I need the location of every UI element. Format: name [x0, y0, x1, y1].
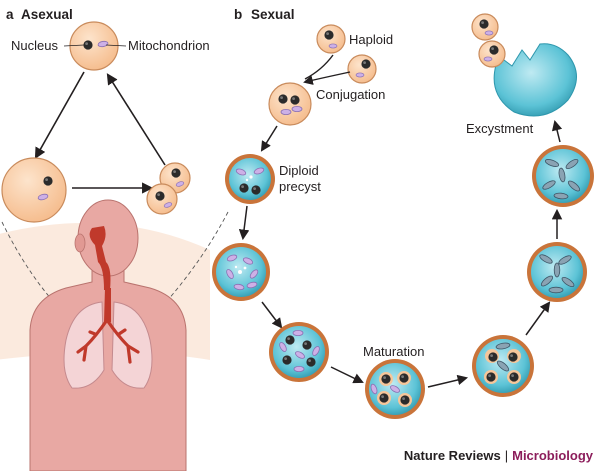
- arrow-maturation-to-cyst4: [427, 374, 469, 388]
- asexual-dividing-cells: [146, 162, 191, 215]
- cyst-stage-2: [269, 322, 329, 382]
- haploid-cell-2: [347, 54, 377, 84]
- arrow-conjugation-to-precyst: [260, 125, 278, 152]
- released-cell-2: [478, 40, 506, 68]
- haploid-cell-1: [316, 24, 346, 54]
- conjugation-label: Conjugation: [316, 87, 385, 102]
- precyst-label: precyst: [279, 179, 321, 194]
- asexual-top-cell: [69, 21, 119, 71]
- asexual-large-cell: [1, 157, 67, 223]
- nucleus-label: Nucleus: [11, 38, 58, 53]
- arrow-cyst6-to-excystment: [551, 119, 563, 143]
- haploid-merge-arrows: [305, 54, 351, 82]
- mitochondrion-label: Mitochondrion: [128, 38, 210, 53]
- arrow-cyst4-to-cyst5: [525, 301, 551, 336]
- released-cell-1: [471, 13, 499, 41]
- panel-b-title: Sexual: [251, 7, 295, 22]
- journal-section: Microbiology: [512, 448, 593, 463]
- excystment-cyst: [493, 43, 577, 117]
- cyst-stage-5: [527, 242, 587, 302]
- arrow-cyst1-to-cyst2: [261, 301, 283, 329]
- arrow-top-to-left: [34, 71, 85, 159]
- conjugation-cell: [268, 82, 312, 126]
- diploid-precyst: [225, 154, 275, 204]
- diploid-label: Diploid: [279, 163, 319, 178]
- arrow-cyst2-to-maturation: [330, 366, 364, 384]
- maturation-label: Maturation: [363, 344, 424, 359]
- cyst-stage-1: [212, 243, 270, 301]
- journal-separator: |: [504, 448, 509, 463]
- panel-a-letter: a: [6, 7, 14, 22]
- journal-name: Nature Reviews: [403, 448, 501, 463]
- dashed-guide-right: [139, 211, 229, 331]
- arrow-precyst-to-cyst1: [238, 205, 250, 241]
- mitochondrion-leader: [105, 44, 127, 47]
- human-torso-illustration: [29, 199, 187, 471]
- journal-credit: Nature Reviews|Microbiology: [404, 448, 593, 463]
- excystment-label: Excystment: [466, 121, 534, 136]
- cyst-stage-6: [532, 145, 594, 207]
- panel-a-title: Asexual: [21, 7, 73, 22]
- maturation-cyst: [365, 359, 425, 419]
- haploid-label: Haploid: [349, 32, 393, 47]
- arrow-right-to-top: [106, 73, 166, 166]
- panel-b-letter: b: [234, 7, 242, 22]
- cyst-stage-4: [472, 335, 534, 397]
- nucleus-leader: [63, 44, 85, 47]
